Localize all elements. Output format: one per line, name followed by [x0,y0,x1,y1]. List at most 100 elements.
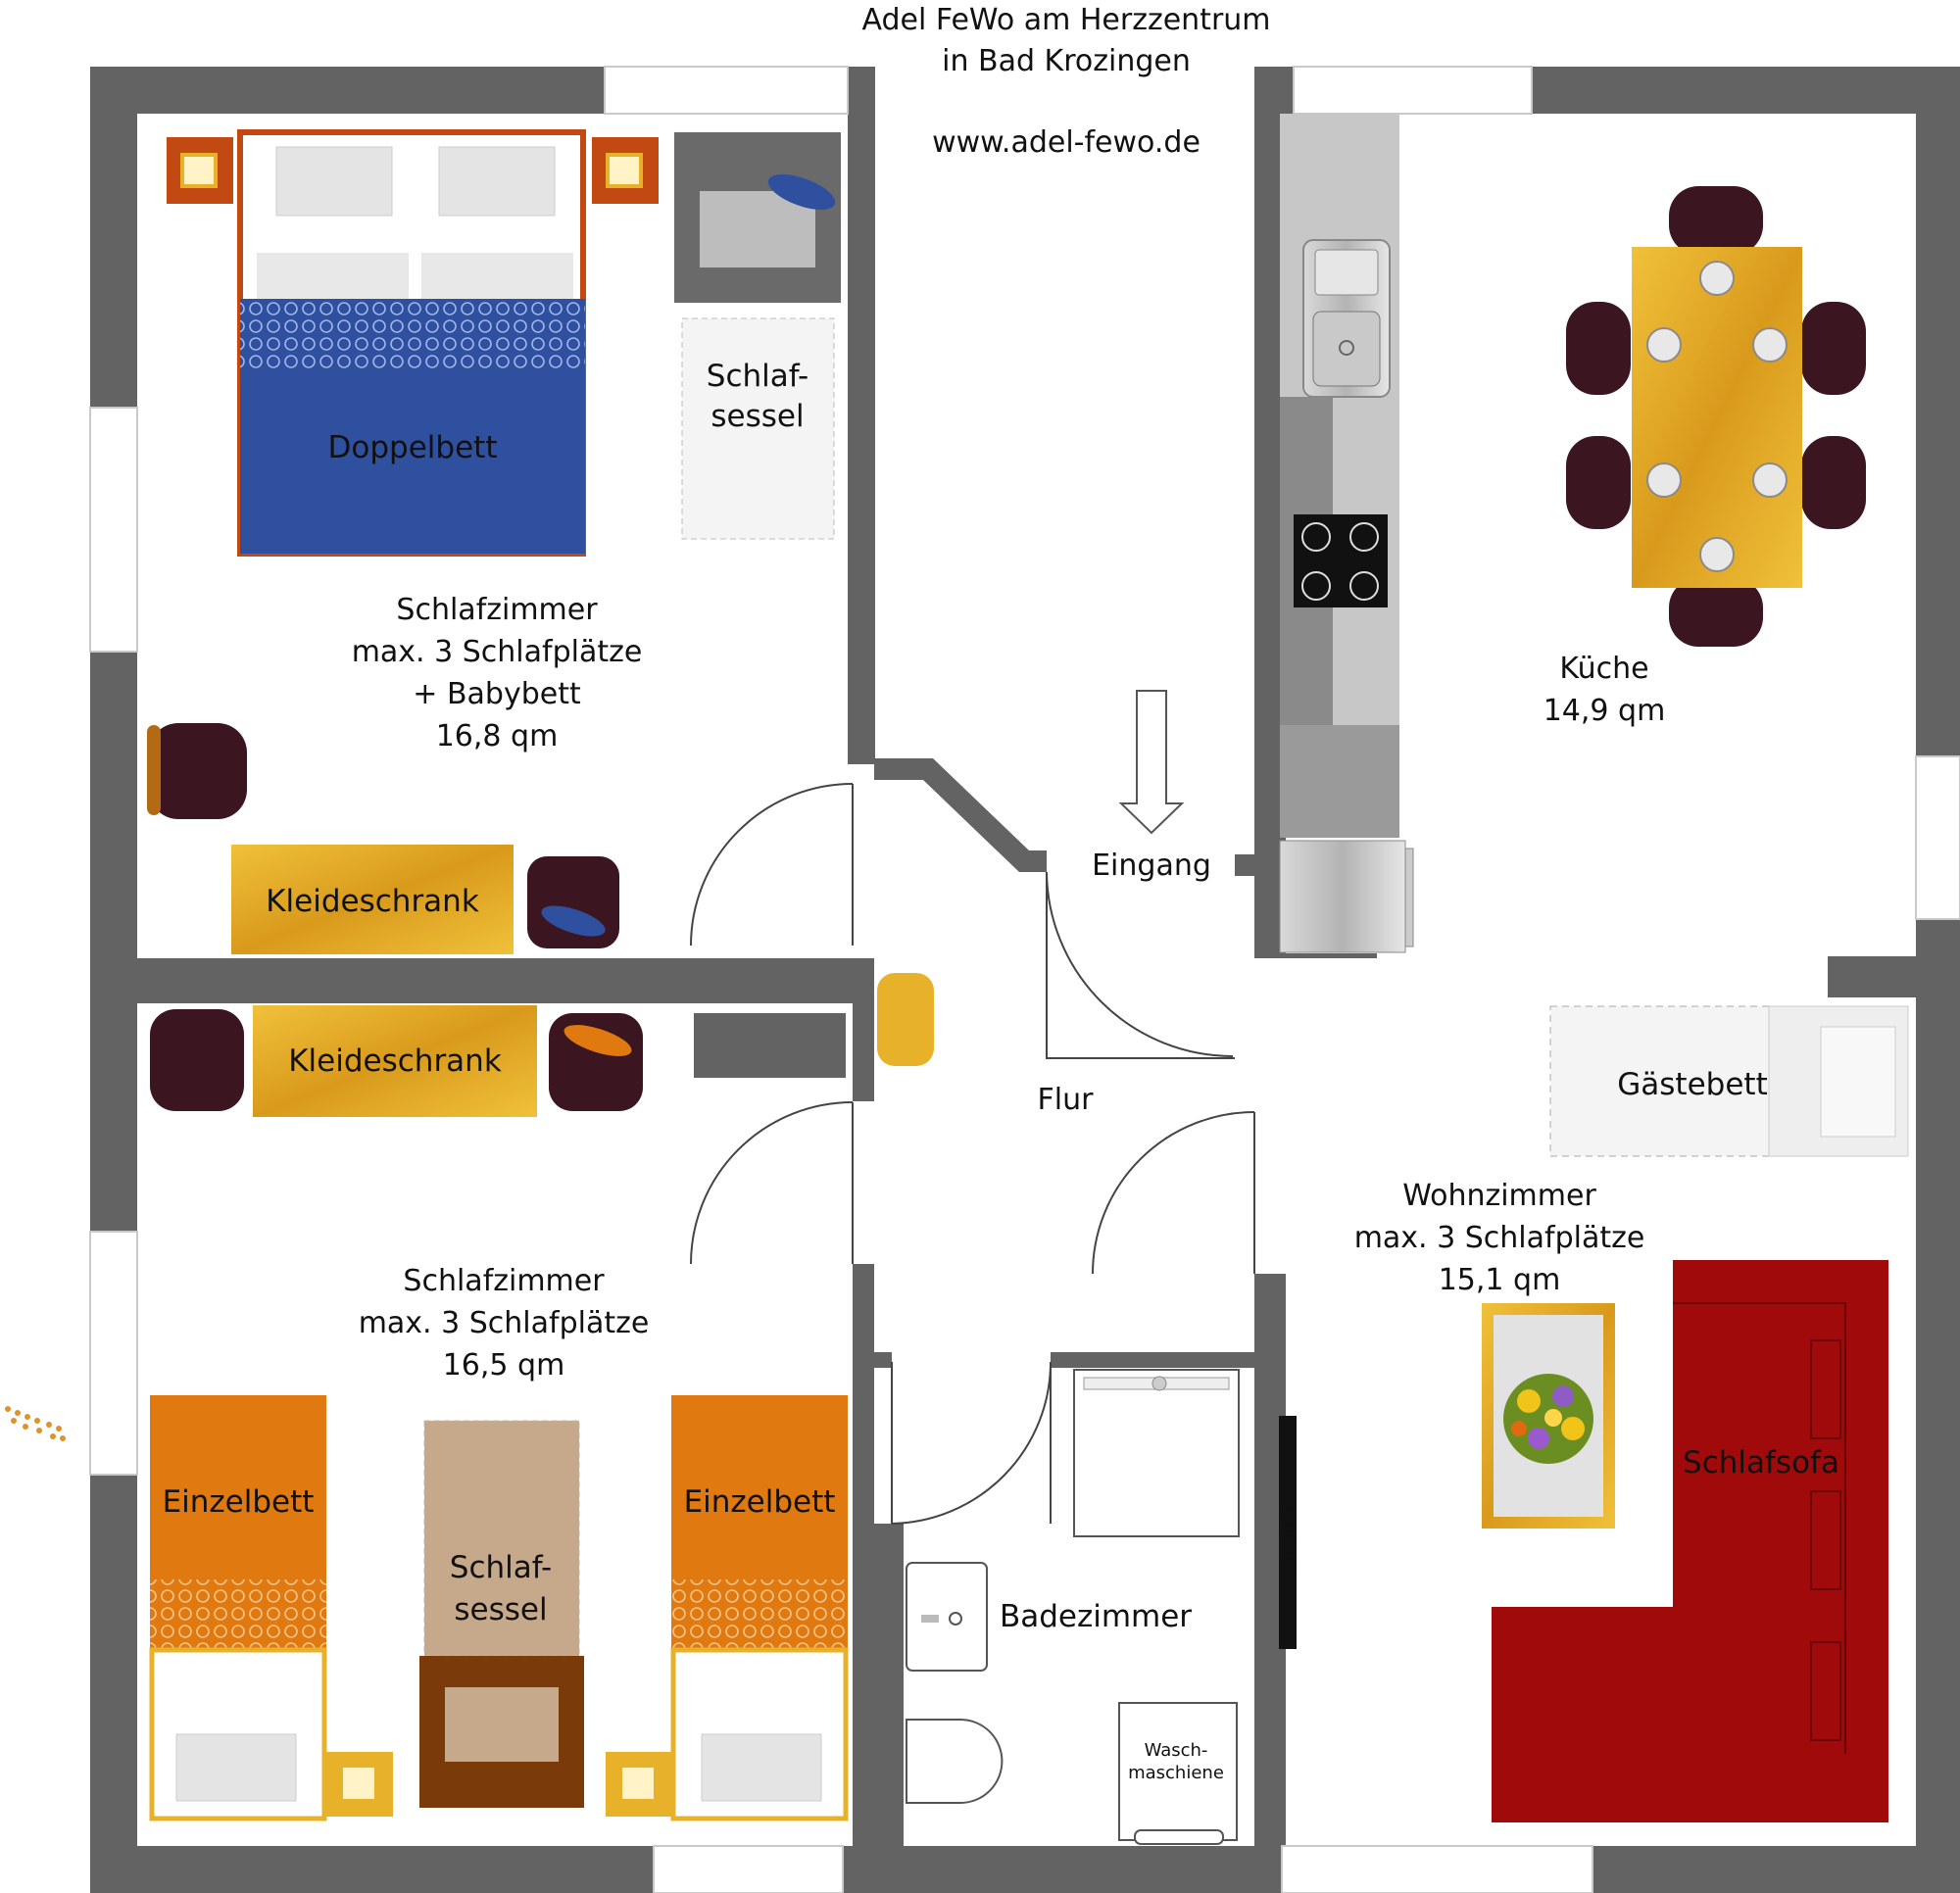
living-area: 15,1 qm [1439,1263,1561,1297]
website-link[interactable]: www.adel-fewo.de [932,125,1200,160]
single-bed-label-left: Einzelbett [163,1484,315,1520]
burner-icon [1349,522,1379,552]
wardrobe-label-2: Kleideschrank [288,1044,502,1079]
kitchen-area: 14,9 qm [1544,694,1666,728]
cushion-icon [541,905,606,937]
kitchen-furniture [1279,114,1866,953]
pillow [438,146,556,217]
sleep-chair-label-4: sessel [454,1592,547,1627]
sleep-chair-label-1: Schlaf- [707,359,808,394]
double-bed-label: Doppelbett [328,430,498,465]
plate-icon [1752,327,1788,363]
plant-icon [5,1406,66,1441]
sleep-chair-2 [423,1420,580,1657]
chair [1566,302,1631,395]
pillow [257,253,409,302]
bedroom2-name: Schlafzimmer [403,1264,605,1298]
bathroom-label: Badezimmer [1000,1599,1192,1634]
sink [906,1562,988,1672]
sink-basin [1312,311,1381,387]
armchair-armrest [147,725,161,815]
dining-table [1632,247,1802,588]
armchair [149,723,247,819]
sofa-backrest [1673,1302,1846,1754]
sofa-cushion [1810,1490,1841,1590]
plate-icon [1699,261,1735,296]
entrance-arrow [1118,690,1185,835]
bedroom2-area: 16,5 qm [443,1348,565,1383]
windows [89,66,1960,1893]
cushion-icon [767,173,836,211]
burner-icon [1301,571,1331,601]
stove [1294,514,1388,607]
bedroom2-capacity: max. 3 Schlafplätze [359,1306,650,1340]
sleep-chair-label-2: sessel [710,399,804,434]
bathroom-furniture: Wasch- maschiene [906,1369,1240,1845]
doors [690,783,1255,1525]
plate-icon [1699,537,1735,572]
pillow [1820,1026,1896,1138]
kitchen-name: Küche [1559,652,1648,686]
basket [527,856,619,948]
faucet-icon [921,1615,939,1623]
lamp-icon [606,153,643,188]
sleep-chair-bed [681,317,835,540]
chair [1801,436,1866,529]
wardrobe-label-1: Kleideschrank [266,884,479,919]
drain-icon [949,1612,962,1626]
hall-label: Flur [1038,1083,1095,1117]
lamp-icon [343,1768,374,1799]
sofa-cushion [1810,1641,1841,1741]
drainboard [1314,249,1379,296]
flower-bouquet-icon [1503,1374,1593,1464]
smart-tv-label: Smart-TV [1278,1491,1298,1573]
entrance-label: Eingang [1092,849,1211,883]
fridge-handle [1404,848,1414,947]
lamp-icon [622,1768,654,1799]
title-line1: Adel FeWo am Herzzentrum [861,3,1270,37]
single-bed-label-right: Einzelbett [684,1484,836,1520]
washing-machine [1118,1702,1238,1841]
washer-label-1: Wasch- [1145,1740,1208,1761]
bedroom1-area: 16,8 qm [436,719,559,753]
burner-icon [1349,571,1379,601]
sofa-bed-label: Schlafsofa [1683,1445,1839,1480]
cushion-icon [564,1025,632,1056]
double-bed [240,369,585,554]
lamp-icon [180,153,218,188]
bedroom2-furniture: Kleideschrank Einzelbett Schlaf- sessel … [149,973,934,1821]
single-bed-right [671,1395,848,1581]
wardrobe-1 [231,845,514,954]
living-name: Wohnzimmer [1402,1179,1596,1213]
sofa-cushion [1810,1339,1841,1439]
stool-hall [877,973,934,1066]
fridge [1279,840,1406,953]
sleep-chair-label-3: Schlaf- [450,1550,552,1585]
cabinet [694,1013,846,1078]
pillow [275,146,393,217]
shower [1073,1369,1240,1537]
chair [1669,186,1763,255]
cabinet-corner [1280,725,1399,838]
chair [1669,578,1763,647]
bedroom1-extra: + Babybett [413,677,581,711]
blanket-pattern [671,1579,848,1650]
toilet [906,1719,1004,1804]
blanket-pattern [240,299,585,369]
living-furniture: Gästebett Smart-TV Schlafsofa [1278,1005,1909,1822]
single-bed-left [150,1395,326,1581]
pillow [175,1733,297,1802]
chair [1566,436,1631,529]
drain-icon [1339,340,1354,356]
pillow [701,1733,822,1802]
plate-icon [1646,327,1682,363]
bedroom1-name: Schlafzimmer [396,593,598,627]
shower-head-icon [1152,1376,1167,1391]
bedroom1-furniture: Doppelbett Schlaf- sessel Kleideschrank [147,129,841,954]
chair [1801,302,1866,395]
burner-icon [1301,522,1331,552]
stool [150,1009,244,1111]
sleep-chair-seat [445,1687,559,1762]
bedroom1-capacity: max. 3 Schlafplätze [352,635,643,669]
